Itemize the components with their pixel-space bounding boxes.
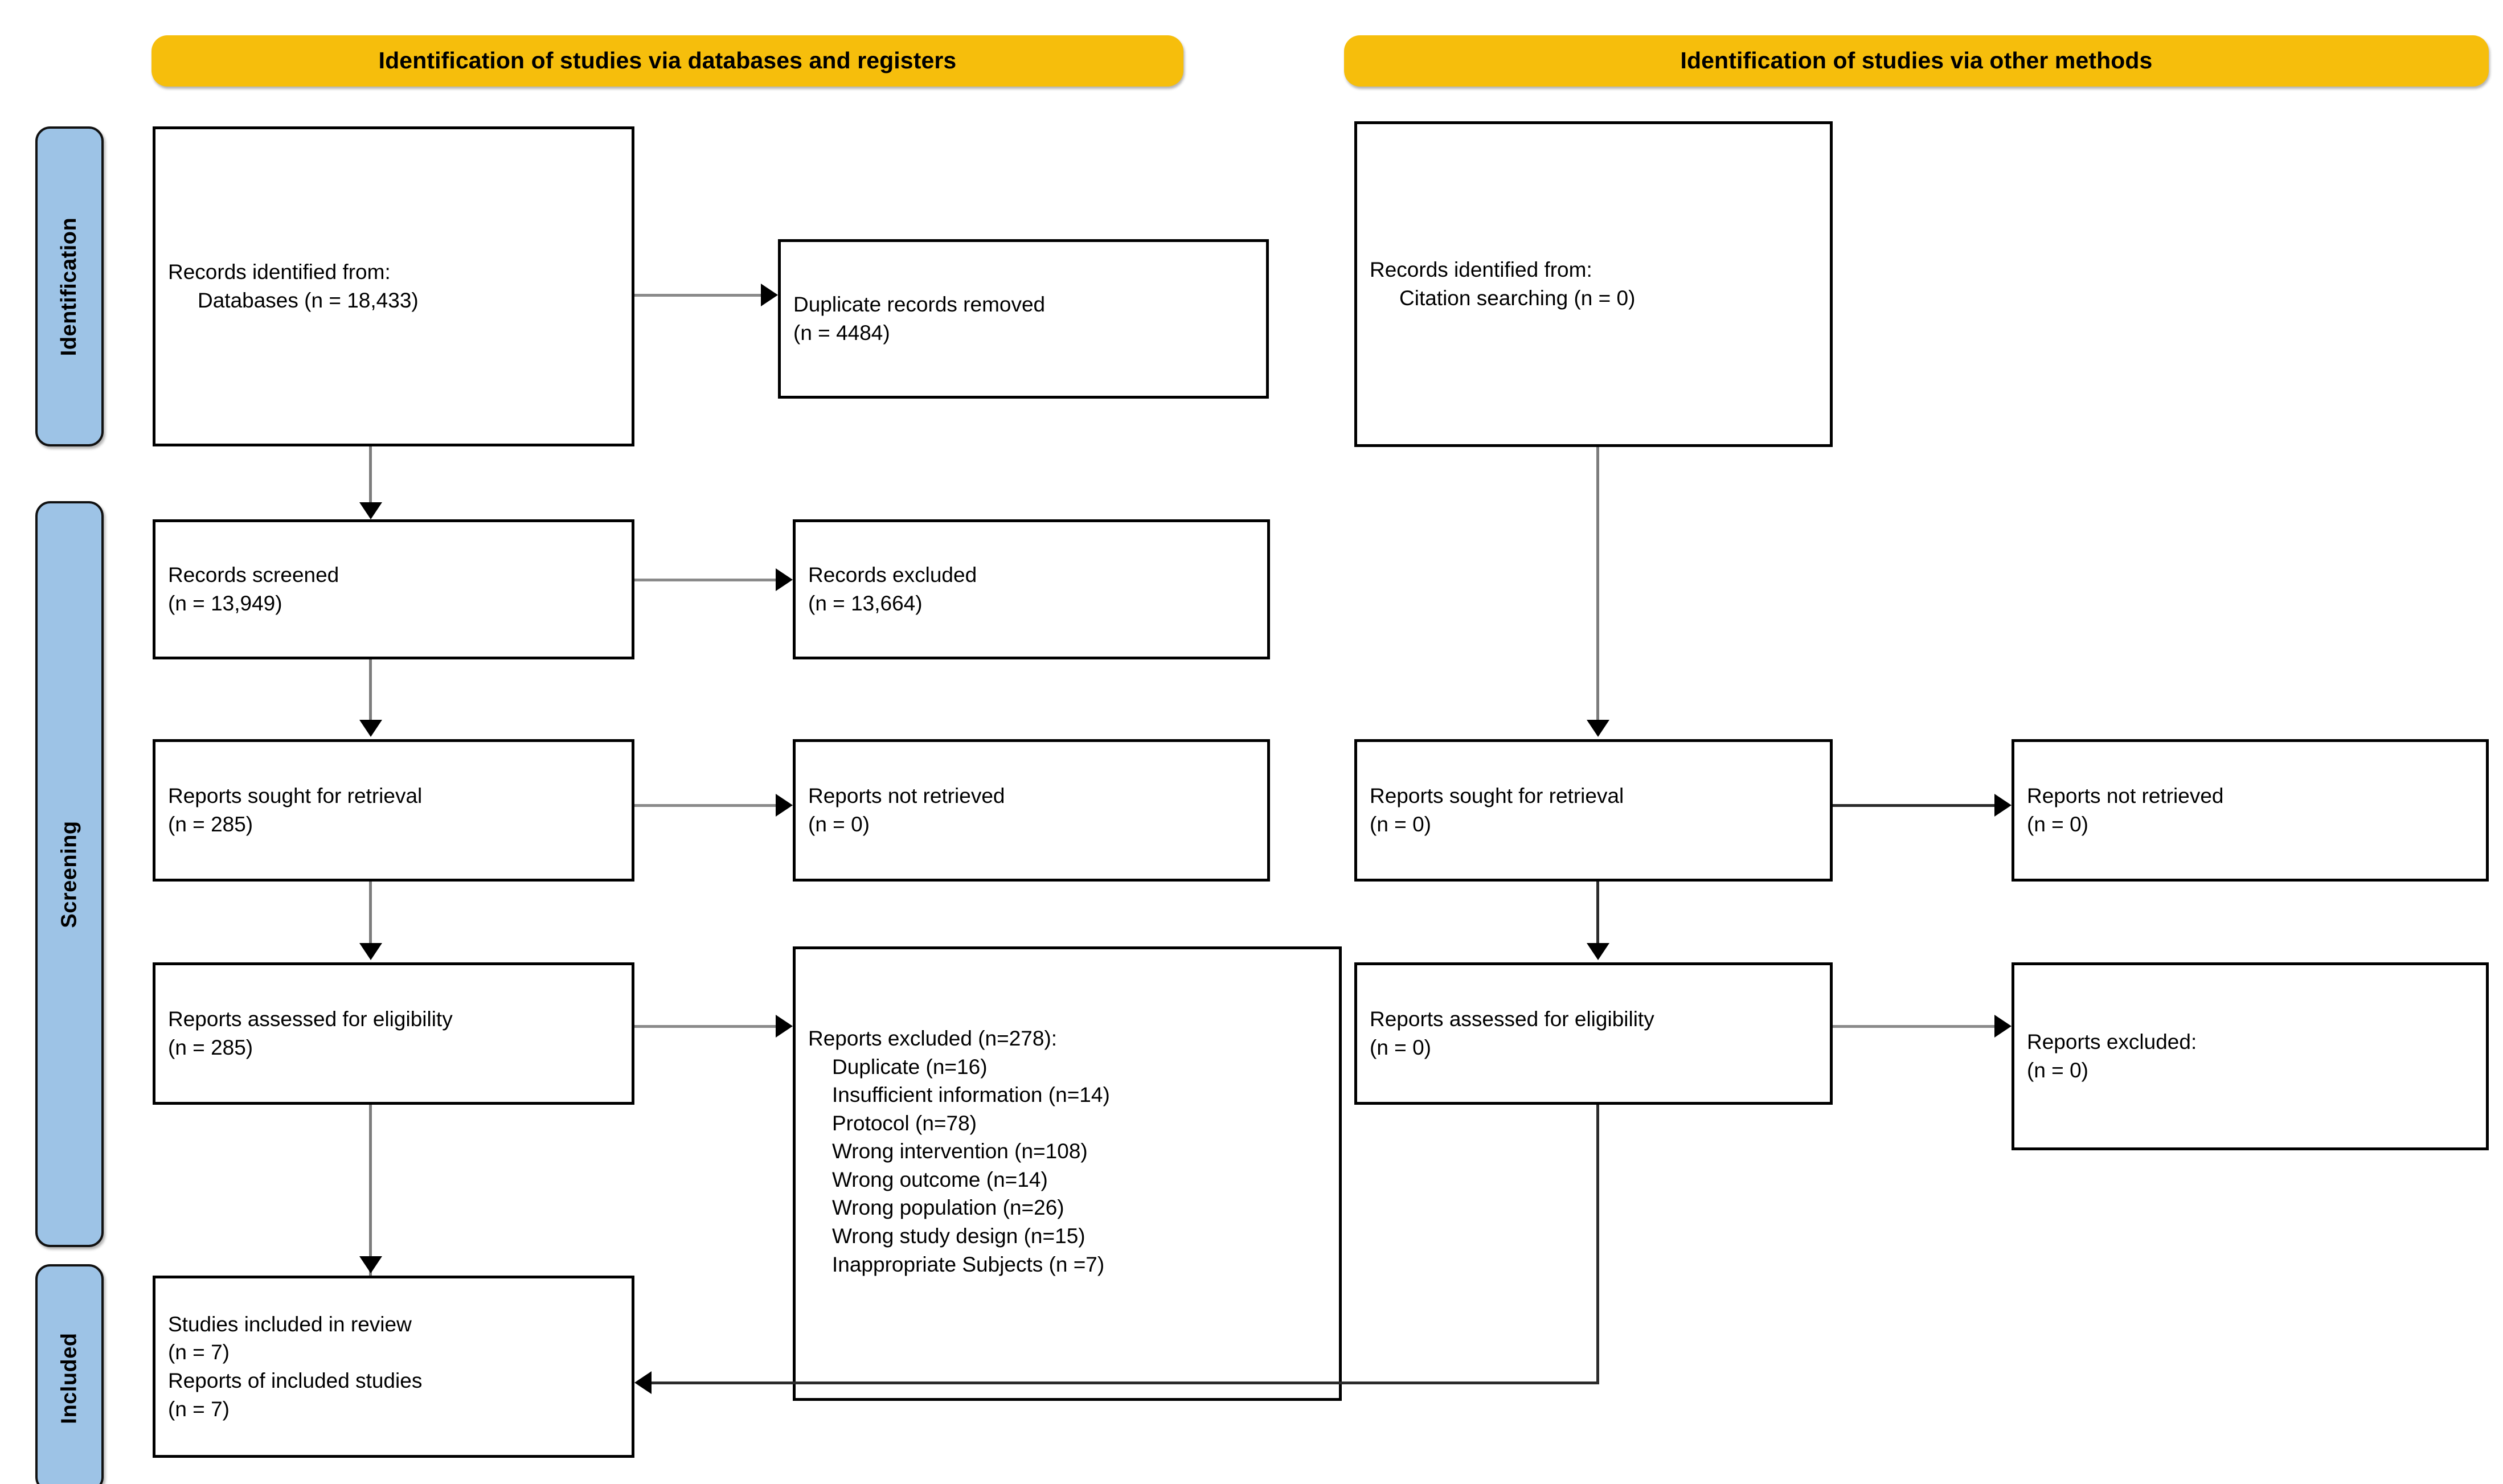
header-bar-databases: Identification of studies via databases …	[151, 35, 1183, 87]
records-identified-line-1: Records identified from:	[168, 260, 391, 284]
connector-screened-to-sought	[369, 659, 372, 728]
box-reports-excluded-other: Reports excluded: (n = 0)	[2012, 962, 2489, 1150]
reports-sought-other-line-1: Reports sought for retrieval	[1370, 784, 1624, 808]
stage-rail-included: Included	[35, 1264, 104, 1484]
reports-excluded-reason-wrong-outcome: Wrong outcome (n=14)	[832, 1167, 1048, 1191]
connector-sought-other-to-assessed	[1596, 882, 1599, 951]
reports-assessed-line-1: Reports assessed for eligibility	[168, 1007, 453, 1031]
reports-excluded-reason-wrong-intervention: Wrong intervention (n=108)	[832, 1139, 1088, 1163]
connector-assessed-other-down	[1596, 1105, 1599, 1384]
duplicates-removed-line-1: Duplicate records removed	[793, 293, 1046, 317]
reports-sought-other-line-2: (n = 0)	[1370, 813, 1431, 836]
arrowhead-assessed-to-excluded	[776, 1015, 793, 1038]
header-bar-other-methods: Identification of studies via other meth…	[1344, 35, 2489, 87]
header-label-databases: Identification of studies via databases …	[378, 47, 957, 74]
connector-other-to-included	[652, 1381, 1599, 1384]
stage-label-included: Included	[57, 1332, 81, 1424]
connector-assessed-to-included	[369, 1105, 372, 1280]
arrowhead-screened-to-sought	[359, 720, 382, 737]
studies-included-line-4: (n = 7)	[168, 1397, 230, 1421]
box-reports-excluded-reasons: Reports excluded (n=278): Duplicate (n=1…	[793, 946, 1342, 1401]
connector-identified-to-screened	[369, 446, 372, 510]
arrowhead-screened-to-excluded	[776, 568, 793, 591]
arrowhead-identified-to-duplicates	[761, 284, 778, 306]
studies-included-line-1: Studies included in review	[168, 1312, 412, 1336]
reports-assessed-other-line-1: Reports assessed for eligibility	[1370, 1007, 1654, 1031]
studies-included-line-3: Reports of included studies	[168, 1369, 423, 1392]
arrowhead-identified-to-screened	[359, 502, 382, 519]
records-excluded-line-2: (n = 13,664)	[808, 592, 923, 615]
records-screened-line-1: Records screened	[168, 563, 339, 587]
reports-not-retrieved-other-line-1: Reports not retrieved	[2027, 784, 2224, 808]
box-duplicate-records-removed: Duplicate records removed (n = 4484)	[778, 239, 1269, 399]
connector-screened-to-excluded	[634, 579, 776, 581]
arrowhead-sought-other-to-not-retrieved	[1994, 794, 2012, 817]
arrowhead-assessed-other-to-excluded	[1994, 1015, 2012, 1038]
reports-excluded-reason-wrong-study-design: Wrong study design (n=15)	[832, 1224, 1085, 1248]
reports-sought-line-1: Reports sought for retrieval	[168, 784, 423, 808]
reports-not-retrieved-other-line-2: (n = 0)	[2027, 813, 2088, 836]
reports-excluded-other-line-2: (n = 0)	[2027, 1059, 2088, 1082]
studies-included-line-2: (n = 7)	[168, 1340, 230, 1364]
box-reports-assessed-eligibility-other: Reports assessed for eligibility (n = 0)	[1354, 962, 1833, 1105]
duplicates-removed-line-2: (n = 4484)	[793, 321, 890, 345]
reports-excluded-heading: Reports excluded (n=278):	[808, 1027, 1058, 1050]
records-identified-other-line-2: Citation searching (n = 0)	[1399, 286, 1636, 310]
reports-excluded-reason-insufficient-information: Insufficient information (n=14)	[832, 1083, 1110, 1107]
arrowhead-sought-to-assessed	[359, 943, 382, 960]
reports-excluded-other-line-1: Reports excluded:	[2027, 1030, 2197, 1054]
arrowhead-sought-other-to-assessed	[1587, 943, 1609, 960]
box-studies-included-in-review: Studies included in review (n = 7) Repor…	[153, 1276, 634, 1458]
connector-sought-to-assessed	[369, 882, 372, 951]
connector-sought-to-not-retrieved	[634, 804, 776, 807]
reports-not-retrieved-line-1: Reports not retrieved	[808, 784, 1005, 808]
box-reports-not-retrieved: Reports not retrieved (n = 0)	[793, 739, 1270, 882]
box-records-identified-citation-searching: Records identified from: Citation search…	[1354, 121, 1833, 447]
reports-assessed-other-line-2: (n = 0)	[1370, 1036, 1431, 1059]
connector-sought-other-to-not-retrieved	[1833, 804, 1994, 807]
reports-excluded-reason-wrong-population: Wrong population (n=26)	[832, 1196, 1064, 1220]
arrowhead-assessed-to-included	[359, 1256, 382, 1273]
arrowhead-other-to-included	[634, 1371, 652, 1394]
reports-excluded-reason-duplicate: Duplicate (n=16)	[832, 1055, 988, 1079]
stage-rail-screening: Screening	[35, 501, 104, 1247]
stage-rail-identification: Identification	[35, 126, 104, 446]
reports-excluded-reason-protocol: Protocol (n=78)	[832, 1111, 977, 1135]
connector-citation-to-sought	[1596, 447, 1599, 729]
arrowhead-citation-to-sought	[1587, 720, 1609, 737]
records-excluded-line-1: Records excluded	[808, 563, 977, 587]
connector-identified-to-duplicates	[634, 294, 761, 297]
box-reports-sought-retrieval: Reports sought for retrieval (n = 285)	[153, 739, 634, 882]
box-reports-assessed-eligibility: Reports assessed for eligibility (n = 28…	[153, 962, 634, 1105]
header-label-other-methods: Identification of studies via other meth…	[1680, 47, 2153, 74]
reports-sought-line-2: (n = 285)	[168, 813, 253, 836]
reports-assessed-line-2: (n = 285)	[168, 1036, 253, 1059]
box-records-screened: Records screened (n = 13,949)	[153, 519, 634, 659]
reports-excluded-reason-inappropriate-subjects: Inappropriate Subjects (n =7)	[832, 1252, 1105, 1276]
box-records-excluded: Records excluded (n = 13,664)	[793, 519, 1270, 659]
connector-assessed-other-to-excluded	[1833, 1025, 1994, 1028]
stage-label-identification: Identification	[57, 217, 81, 356]
box-reports-not-retrieved-other: Reports not retrieved (n = 0)	[2012, 739, 2489, 882]
records-identified-other-line-1: Records identified from:	[1370, 258, 1592, 282]
connector-assessed-to-excluded	[634, 1025, 776, 1028]
box-records-identified-databases: Records identified from: Databases (n = …	[153, 126, 634, 446]
records-screened-line-2: (n = 13,949)	[168, 592, 282, 615]
box-reports-sought-retrieval-other: Reports sought for retrieval (n = 0)	[1354, 739, 1833, 882]
stage-label-screening: Screening	[57, 820, 81, 928]
arrowhead-sought-to-not-retrieved	[776, 794, 793, 817]
reports-not-retrieved-line-2: (n = 0)	[808, 813, 870, 836]
records-identified-line-2: Databases (n = 18,433)	[198, 289, 419, 312]
